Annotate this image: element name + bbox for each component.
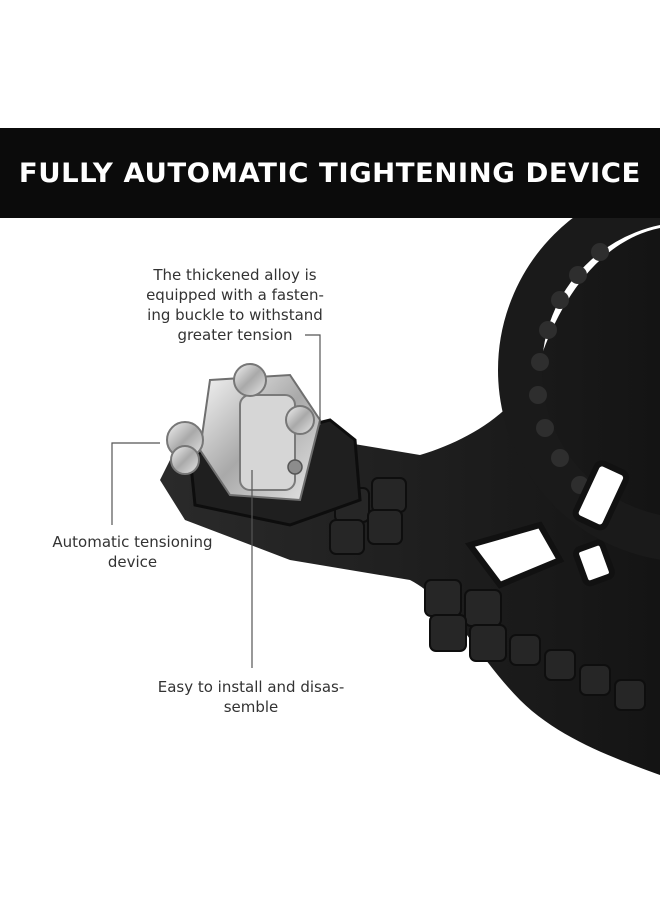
banner-title: FULLY AUTOMATIC TIGHTENING DEVICE bbox=[19, 157, 641, 189]
callout-leader-lines bbox=[111, 334, 321, 668]
metal-buckle bbox=[166, 363, 322, 502]
callout-automatic-tensioning: Automatic tensioning device bbox=[52, 533, 213, 571]
title-banner: FULLY AUTOMATIC TIGHTENING DEVICE bbox=[0, 128, 660, 218]
callout-alloy-buckle: The thickened alloy is equipped with a f… bbox=[146, 266, 324, 344]
callout-easy-install: Easy to install and disas- semble bbox=[157, 678, 345, 716]
